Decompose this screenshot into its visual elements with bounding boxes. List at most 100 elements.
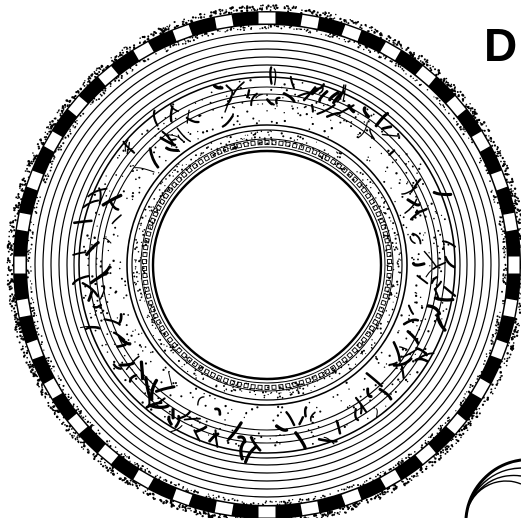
inner-dot [271,143,273,145]
edge-dot [462,433,464,435]
edge-dot [371,30,373,32]
edge-dot [344,506,346,508]
inner-dot [186,169,188,171]
band-dot [397,332,399,334]
edge-dot [246,5,248,7]
inner-dot [248,142,250,144]
edge-dot [94,76,96,78]
edge-dot [491,337,492,338]
edge-dot [411,479,413,481]
band-dot [436,284,437,285]
edge-dot [468,137,469,138]
edge-dot [466,104,468,106]
bead [387,266,391,270]
edge-dot [36,315,37,316]
inner-dot [169,344,171,346]
edge-dot [8,269,10,271]
edge-dot [116,451,117,452]
edge-dot [15,326,18,329]
edge-dot [279,501,280,502]
inner-dot [243,143,244,144]
edge-dot [126,71,128,73]
band-dot [281,87,283,89]
inner-dot [251,132,253,134]
edge-dot [470,384,472,386]
edge-dot [114,58,116,60]
edge-dot [32,307,34,309]
edge-dot [26,357,28,359]
edge-dot [383,55,384,56]
edge-dot [85,419,86,420]
edge-dot [47,175,49,177]
edge-dot [25,361,27,363]
edge-dot [485,135,487,137]
band-dot [364,121,365,122]
inner-dot [209,376,210,377]
edge-dot [516,200,517,201]
inner-dot [264,137,266,139]
band-dot [399,182,401,184]
edge-dot [433,96,434,97]
edge-dot [382,493,384,495]
edge-dot [495,325,497,327]
edge-dot [458,430,460,432]
edge-dot [236,9,238,11]
edge-dot [110,83,112,85]
edge-dot [265,502,267,504]
inner-dot [399,252,400,253]
edge-dot [486,356,487,357]
inner-dot [146,288,147,289]
band-dot [315,102,317,104]
inner-dot [369,181,371,183]
edge-dot [439,103,440,104]
band-dot [239,81,241,83]
edge-dot [83,441,85,443]
inner-dot [138,251,140,253]
edge-dot [421,55,423,57]
edge-dot [9,303,11,305]
edge-dot [30,248,32,250]
edge-dot [30,303,32,305]
edge-dot [97,74,99,76]
edge-dot [505,269,507,271]
inner-dot [332,372,334,374]
band-dot [366,159,368,161]
edge-dot [454,84,456,86]
edge-dot [246,8,248,10]
band-dot [312,123,314,125]
inner-dot [363,344,364,345]
edge-dot [506,360,508,362]
edge-dot [407,47,409,49]
inner-dot [166,346,167,347]
edge-dot [73,432,75,434]
edge-dot [433,437,434,438]
edge-dot [329,36,331,38]
band-dot [258,120,259,121]
edge-dot [419,84,421,86]
edge-dot [108,469,110,471]
edge-dot [421,61,423,63]
edge-dot [125,455,126,456]
edge-dot [176,44,177,45]
edge-dot [174,484,175,485]
edge-dot [259,8,261,10]
edge-dot [465,105,467,107]
inner-dot [297,388,299,390]
band-window [16,212,31,232]
edge-dot [10,221,12,223]
band-dot [114,227,116,229]
edge-dot [106,440,108,442]
inner-dot [200,152,202,154]
edge-dot [76,436,78,438]
edge-dot [437,69,440,72]
edge-dot [308,498,310,500]
bead [292,382,297,387]
band-dot [416,172,418,174]
edge-dot [91,102,92,103]
inner-dot [376,324,378,326]
edge-dot [9,300,11,302]
band-dot [422,183,424,185]
edge-dot [144,470,146,472]
edge-dot [413,78,414,79]
band-dot [412,165,414,167]
